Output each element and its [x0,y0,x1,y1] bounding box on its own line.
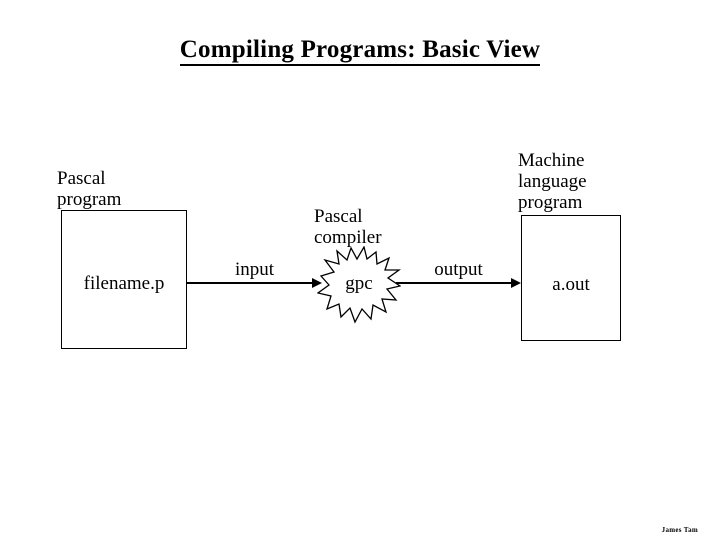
input-arrow-shaft [187,282,312,284]
input-arrow-label: input [234,259,275,280]
compiler-starburst: gpc [317,246,401,324]
target-file-label: a.out [552,274,590,295]
output-arrow-shaft [396,282,511,284]
author-credit: James Tam [661,526,698,534]
compiler-name-label: gpc [345,273,373,294]
output-arrow-head-icon [511,278,521,288]
input-arrow-head-icon [312,278,322,288]
target-program-caption: Machine language program [518,150,587,213]
page-title: Compiling Programs: Basic View [0,36,720,66]
compiler-caption: Pascal compiler [314,206,382,248]
page-title-text: Compiling Programs: Basic View [179,36,541,66]
starburst-icon [317,246,401,324]
output-arrow-label: output [434,259,483,280]
source-program-caption: Pascal program [57,168,122,210]
target-file-box: a.out [521,215,621,341]
source-file-label: filename.p [83,273,165,294]
source-file-box: filename.p [61,210,187,349]
output-arrow: output [396,260,521,288]
input-arrow: input [187,260,322,288]
